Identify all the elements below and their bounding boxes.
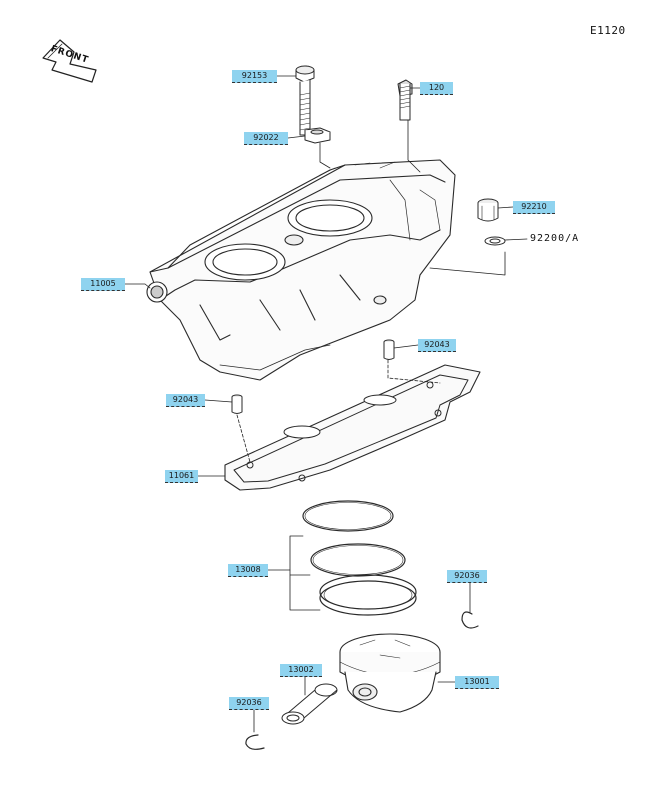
leader-lines [124, 75, 528, 733]
piston-part [339, 633, 441, 713]
part-label-circlip-left[interactable]: 92036 [229, 697, 269, 710]
stud-part [397, 79, 413, 121]
dowel-right-part [383, 339, 395, 360]
circlip-right-part [461, 611, 479, 629]
part-label-washer[interactable]: 92022 [244, 132, 288, 145]
piston-rings-part [302, 500, 417, 616]
diagram-id-label: E1120 [590, 24, 626, 37]
cylinder-gasket-part [224, 364, 481, 491]
cylinder-block-part [146, 159, 456, 381]
part-label-stud[interactable]: 120 [420, 82, 453, 95]
o-ring-part [484, 236, 506, 246]
part-label-piston-pin[interactable]: 13002 [280, 664, 322, 677]
cap-part [477, 198, 499, 222]
washer-part [304, 127, 331, 144]
part-label-gasket[interactable]: 11061 [165, 470, 198, 483]
part-label-cap[interactable]: 92210 [513, 201, 555, 214]
bolt-part [295, 65, 315, 136]
part-label-dowel-right[interactable]: 92043 [418, 339, 456, 352]
part-label-cylinder[interactable]: 11005 [81, 278, 125, 291]
part-label-bolt[interactable]: 92153 [232, 70, 277, 83]
part-label-rings[interactable]: 13008 [228, 564, 268, 577]
part-label-piston[interactable]: 13001 [455, 676, 499, 689]
dowel-left-part [231, 394, 243, 414]
part-label-circlip-right[interactable]: 92036 [447, 570, 487, 583]
circlip-left-part [245, 734, 265, 750]
piston-pin-part [281, 683, 338, 725]
part-label-o-ring[interactable]: 92200/A [530, 233, 580, 244]
part-label-dowel-left[interactable]: 92043 [166, 394, 205, 407]
front-arrow-icon [42, 39, 97, 83]
